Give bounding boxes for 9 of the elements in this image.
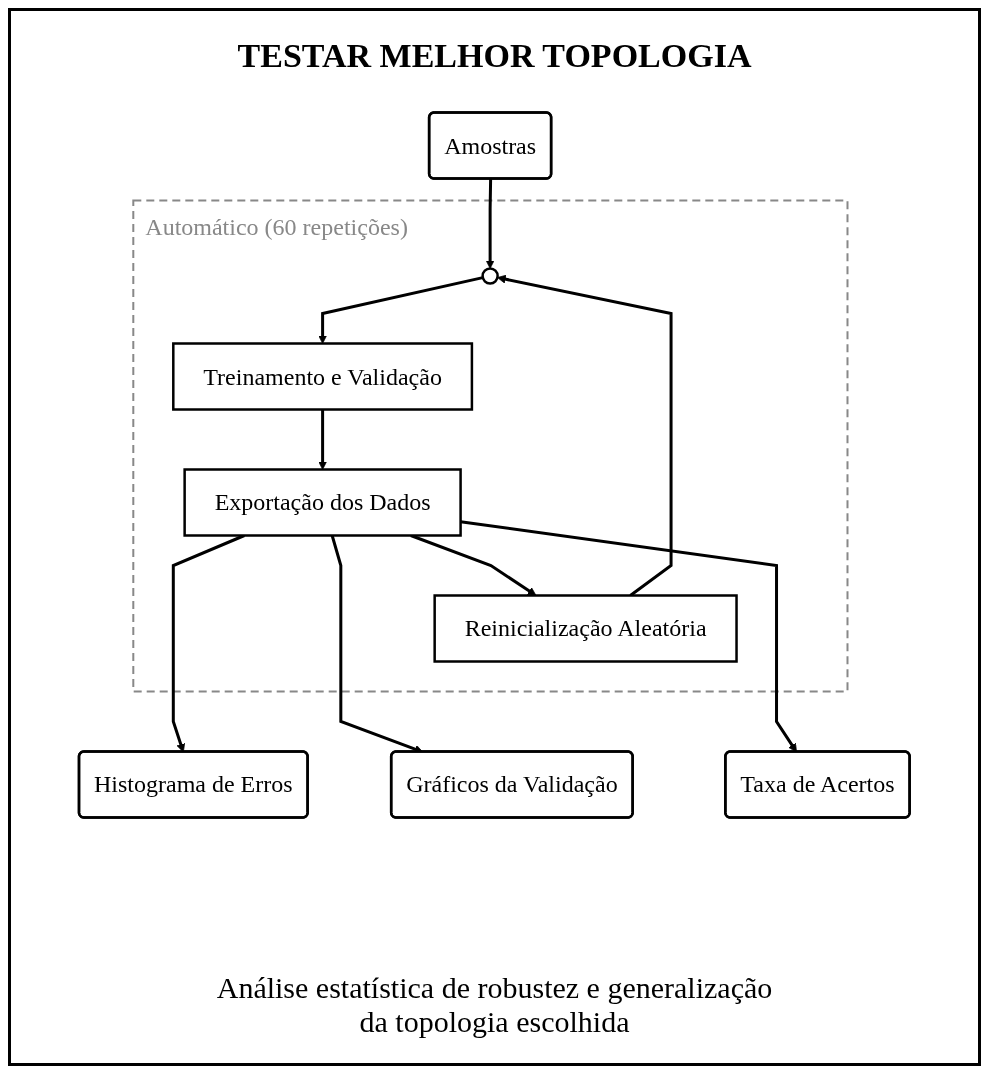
node-box: Treinamento e Validação [172,342,474,411]
arrow [318,409,328,470]
node-box: Reinicialização Aleatória [433,594,738,663]
node-circle [481,267,500,285]
title: TESTAR MELHOR TOPOLOGIA [237,37,752,75]
note: Análise estatística de robustez e generalização da topologia escolhida [215,971,774,1039]
arrow [485,178,495,269]
arrow [318,276,484,344]
node-box: Exportação dos Dados [183,468,462,537]
